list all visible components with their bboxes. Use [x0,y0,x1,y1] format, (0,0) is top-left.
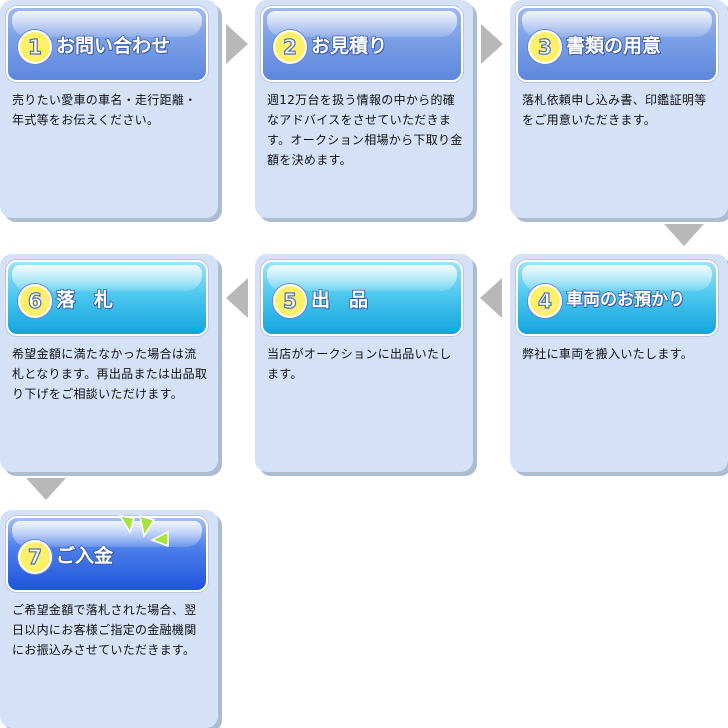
arrow-step4-to-step5 [480,278,502,318]
step-header: 2 お見積り [261,6,463,82]
step-number-badge: 6 [18,284,52,318]
step-title: 出 品 [310,288,369,312]
step-card-1: 1 お問い合わせ 売りたい愛車の車名・走行距離・年式等をお伝えください。 [0,0,218,218]
step-description: 当店がオークションに出品いたします。 [267,347,452,381]
step-number-badge: 1 [18,30,52,64]
arrow-step1-to-step2 [226,24,248,64]
step-card-4: 4 車両のお預かり 弊社に車両を搬入いたします。 [510,254,728,472]
step-card-3: 3 書類の用意 落札依頼申し込み書、印鑑証明等をご用意いただきます。 [510,0,728,218]
step-number-badge: 5 [273,284,307,318]
step-title: ご入金 [55,544,114,568]
step-description: ご希望金額で落札された場合、翌日以内にお客様ご指定の金融機関にお振込みさせていた… [12,603,197,657]
step-description: 売りたい愛車の車名・走行距離・年式等をお伝えください。 [12,93,197,127]
step-header: 5 出 品 [261,260,463,336]
step-number-badge: 4 [528,284,562,318]
step-description: 希望金額に満たなかった場合は流札となります。再出品または出品取り下げをご相談いた… [12,347,208,401]
step-header: 7 ご入金 [6,516,208,592]
step-header: 4 車両のお預かり [516,260,718,336]
step-number-badge: 3 [528,30,562,64]
step-title: 車両のお預かり [565,289,686,311]
step-description: 弊社に車両を搬入いたします。 [522,347,694,361]
step-number-badge: 2 [273,30,307,64]
step-title: 書類の用意 [565,34,662,58]
arrow-step5-to-step6 [226,278,248,318]
arrow-step3-to-step4 [664,224,704,246]
step-header: 6 落 札 [6,260,208,336]
step-card-2: 2 お見積り 週12万台を扱う情報の中から的確なアドバイスをさせていただきます。… [255,0,473,218]
step-card-5: 5 出 品 当店がオークションに出品いたします。 [255,254,473,472]
step-number-badge: 7 [18,540,52,574]
step-card-7: 7 ご入金 ご希望金額で落札された場合、翌日以内にお客様ご指定の金融機関にお振込… [0,510,218,728]
step-header: 1 お問い合わせ [6,6,208,82]
step-description: 落札依頼申し込み書、印鑑証明等をご用意いただきます。 [522,93,707,127]
arrow-step2-to-step3 [481,24,503,64]
step-title: お問い合わせ [55,34,171,58]
step-header: 3 書類の用意 [516,6,718,82]
arrow-step6-to-step7 [26,478,66,500]
step-title: お見積り [310,34,388,58]
sparkle-burst-icon [118,514,169,548]
step-title: 落 札 [55,288,114,312]
step-description: 週12万台を扱う情報の中から的確なアドバイスをさせていただきます。オークション相… [267,93,463,167]
step-card-6: 6 落 札 希望金額に満たなかった場合は流札となります。再出品または出品取り下げ… [0,254,218,472]
